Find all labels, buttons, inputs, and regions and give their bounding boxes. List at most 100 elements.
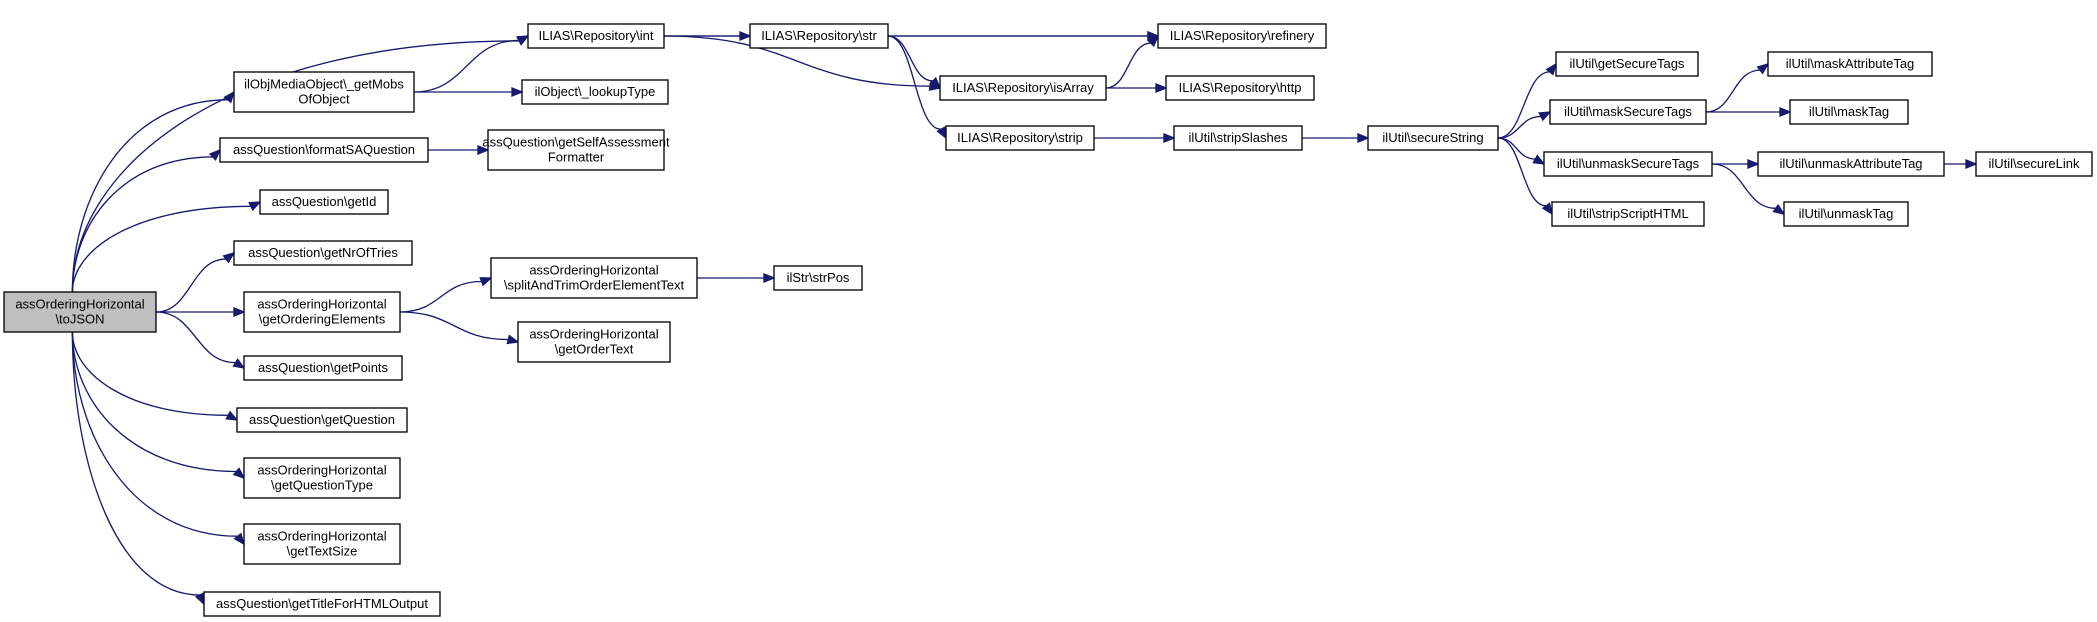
node-box xyxy=(259,189,389,215)
node-label: \getQuestionType xyxy=(271,478,373,493)
node-getorderingelements[interactable]: assOrderingHorizontal\getOrderingElement… xyxy=(243,291,401,333)
node-unmaskattributetag[interactable]: ilUtil\unmaskAttributeTag xyxy=(1757,151,1945,177)
node-label: ilObject\_lookupType xyxy=(535,84,656,99)
node-getquestion[interactable]: assQuestion\getQuestion xyxy=(236,407,408,433)
edge-root-to-n_getpoints xyxy=(155,311,236,364)
node-box xyxy=(487,129,665,171)
arrowhead xyxy=(1146,34,1160,48)
arrowhead xyxy=(1155,83,1168,93)
node-box xyxy=(219,137,429,163)
node-getsecuretags[interactable]: ilUtil\getSecureTags xyxy=(1555,51,1699,77)
arrowhead xyxy=(233,532,246,546)
node-label: assOrderingHorizontal xyxy=(529,263,658,278)
node-getordertext[interactable]: assOrderingHorizontal\getOrderText xyxy=(517,321,671,363)
edge-n_securestring-to-n_masksecuretags xyxy=(1497,115,1542,139)
arrowhead xyxy=(232,358,246,369)
node-getnroftries[interactable]: assQuestion\getNrOfTries xyxy=(233,240,413,266)
node-ilias-strip[interactable]: ILIAS\Repository\strip xyxy=(945,125,1095,151)
node-masktag[interactable]: ilUtil\maskTag xyxy=(1789,99,1909,125)
node-label: \getTextSize xyxy=(287,544,358,559)
node-label: assOrderingHorizontal xyxy=(15,297,144,312)
node-label: assQuestion\getSelfAssessment xyxy=(482,135,670,150)
node-box xyxy=(1173,125,1303,151)
arrowhead xyxy=(1965,159,1978,169)
node-box xyxy=(233,240,413,266)
node-masksecuretags[interactable]: ilUtil\maskSecureTags xyxy=(1549,99,1707,125)
node-label: assOrderingHorizontal xyxy=(529,327,658,342)
node-box xyxy=(1165,75,1315,101)
node-label: assQuestion\getId xyxy=(272,194,377,209)
arrowhead xyxy=(1747,159,1760,169)
arrowhead xyxy=(248,201,262,212)
edge-root-to-n_ilias_int xyxy=(71,40,520,293)
node-box xyxy=(203,591,441,617)
node-label: \getOrderText xyxy=(555,342,634,357)
node-gettitle[interactable]: assQuestion\getTitleForHTMLOutput xyxy=(203,591,441,617)
node-strpos[interactable]: ilStr\strPos xyxy=(773,265,863,291)
node-label: ILIAS\Repository\http xyxy=(1179,80,1302,95)
node-box xyxy=(1551,201,1705,227)
node-unmasktag[interactable]: ilUtil\unmaskTag xyxy=(1783,201,1909,227)
edge-n_getmobs-to-n_ilias_int xyxy=(413,39,520,93)
node-label: ilUtil\maskSecureTags xyxy=(1564,104,1692,119)
node-securestring[interactable]: ilUtil\secureString xyxy=(1367,125,1499,151)
node-label: ilUtil\unmaskTag xyxy=(1799,206,1894,221)
node-box xyxy=(527,23,665,49)
node-label: assQuestion\formatSAQuestion xyxy=(233,142,415,157)
node-label: \getOrderingElements xyxy=(259,312,386,327)
edge-root-to-n_gettextsize xyxy=(71,331,238,537)
edge-root-to-n_getnroftries xyxy=(155,258,227,313)
call-edges xyxy=(71,31,1978,606)
node-box xyxy=(233,71,415,113)
node-gettextsize[interactable]: assOrderingHorizontal\getTextSize xyxy=(243,523,401,565)
node-getid[interactable]: assQuestion\getId xyxy=(259,189,389,215)
node-box xyxy=(1549,99,1707,125)
node-ilias-str[interactable]: ILIAS\Repository\str xyxy=(749,23,889,49)
arrowhead xyxy=(1772,203,1786,216)
node-ilias-http[interactable]: ILIAS\Repository\http xyxy=(1165,75,1315,101)
arrowhead xyxy=(223,90,236,104)
arrowhead xyxy=(1357,133,1370,143)
node-securelink[interactable]: ilUtil\secureLink xyxy=(1975,151,2093,177)
node-box xyxy=(243,457,401,499)
edge-root-to-n_getid xyxy=(71,205,251,293)
node-ilias-int[interactable]: ILIAS\Repository\int xyxy=(527,23,665,49)
node-label: ilUtil\secureLink xyxy=(1988,156,2080,171)
node-ilias-refinery[interactable]: ILIAS\Repository\refinery xyxy=(1157,23,1327,49)
node-label: ilUtil\secureString xyxy=(1382,130,1483,145)
node-getpoints[interactable]: assQuestion\getPoints xyxy=(243,355,403,381)
node-box xyxy=(1157,23,1327,49)
node-formatsa[interactable]: assQuestion\formatSAQuestion xyxy=(219,137,429,163)
node-label: ilUtil\unmaskSecureTags xyxy=(1557,156,1700,171)
node-box xyxy=(517,321,671,363)
node-box xyxy=(749,23,889,49)
node-unmasksecuretags[interactable]: ilUtil\unmaskSecureTags xyxy=(1543,151,1713,177)
node-maskattributetag[interactable]: ilUtil\maskAttributeTag xyxy=(1767,51,1933,77)
node-label: assQuestion\getPoints xyxy=(258,360,389,375)
arrowhead xyxy=(225,410,239,421)
arrowhead xyxy=(232,467,246,480)
edge-root-to-n_gettitle xyxy=(71,331,200,596)
node-label: ILIAS\Repository\str xyxy=(761,28,877,43)
node-label: ILIAS\Repository\int xyxy=(539,28,654,43)
node-label: assQuestion\getQuestion xyxy=(249,412,395,427)
node-stripslashes[interactable]: ilUtil\stripSlashes xyxy=(1173,125,1303,151)
node-getquestiontype[interactable]: assOrderingHorizontal\getQuestionType xyxy=(243,457,401,499)
edge-root-to-n_getquestion xyxy=(71,331,229,416)
node-root[interactable]: assOrderingHorizontal\toJSON xyxy=(3,291,157,333)
arrowhead xyxy=(1532,154,1546,165)
node-label: ilObjMediaObject\_getMobs xyxy=(244,77,404,92)
arrowhead xyxy=(1538,111,1552,122)
node-label: \toJSON xyxy=(55,312,104,327)
node-ilias-isarray[interactable]: ILIAS\Repository\isArray xyxy=(939,75,1107,101)
node-stripscripthtml[interactable]: ilUtil\stripScriptHTML xyxy=(1551,201,1705,227)
edge-n_ilias_str-to-n_ilias_isarray xyxy=(887,35,933,82)
node-splitandtrim[interactable]: assOrderingHorizontal\splitAndTrimOrderE… xyxy=(490,257,698,299)
node-lookuptype[interactable]: ilObject\_lookupType xyxy=(521,79,669,105)
edge-n_securestring-to-n_getsecuretags xyxy=(1497,71,1550,139)
edge-n_ilias_isarray-to-n_ilias_refinery xyxy=(1105,42,1151,89)
node-label: ilUtil\maskAttributeTag xyxy=(1786,56,1915,71)
node-box xyxy=(1367,125,1499,151)
